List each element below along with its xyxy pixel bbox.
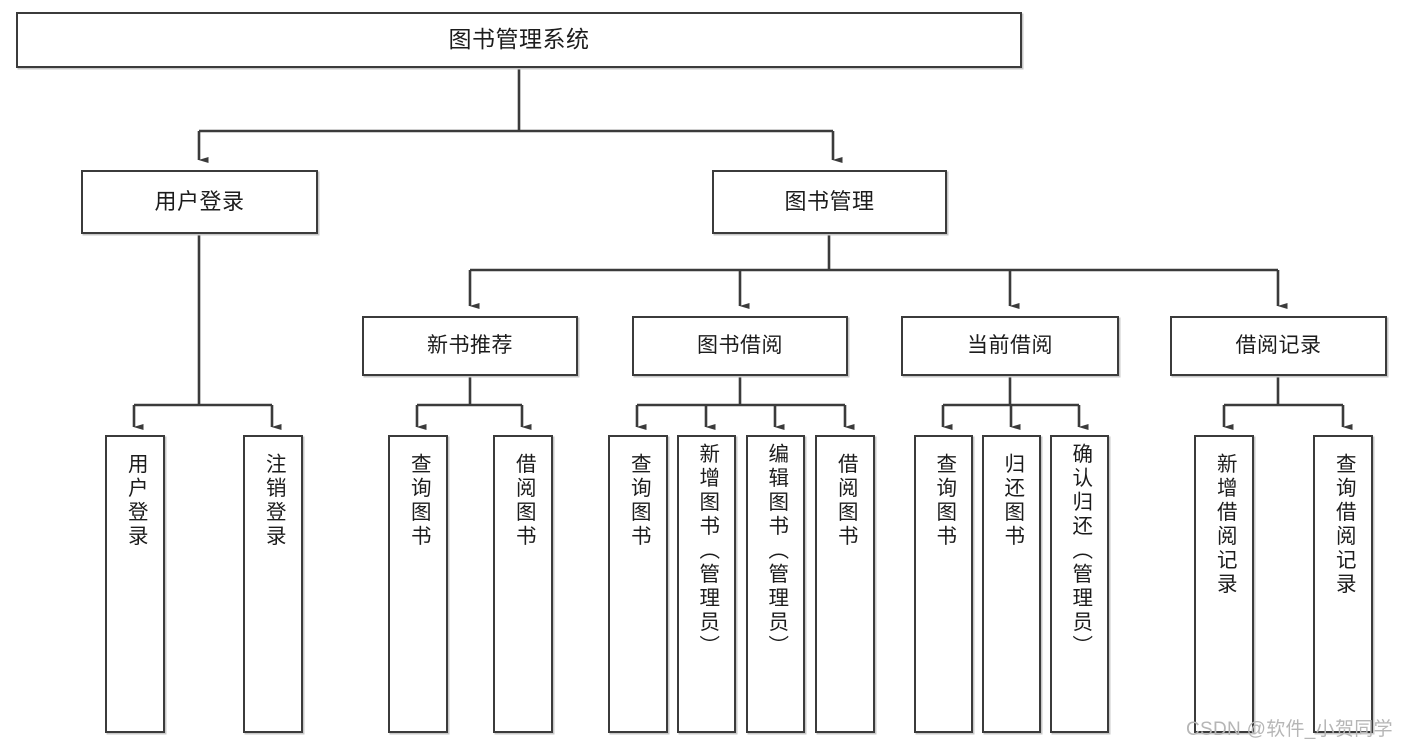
node-book-management[interactable]: 图书管理 [712, 170, 947, 234]
leaf-borrow-book[interactable]: 借阅图书 [815, 435, 875, 733]
node-current-borrow[interactable]: 当前借阅 [901, 316, 1119, 376]
node-label: 当前借阅 [967, 333, 1053, 357]
leaf-logout[interactable]: 注销登录 [243, 435, 303, 733]
node-label: 查询图书 [932, 453, 956, 549]
node-label: 用户登录 [124, 453, 148, 549]
node-label: 借阅图书 [834, 453, 858, 549]
leaf-borrow-book-recommend[interactable]: 借阅图书 [493, 435, 553, 733]
node-borrow-record[interactable]: 借阅记录 [1170, 316, 1387, 376]
leaf-user-login[interactable]: 用户登录 [105, 435, 165, 733]
leaf-query-book-borrow[interactable]: 查询图书 [608, 435, 668, 733]
node-label: 查询图书 [627, 453, 651, 549]
leaf-edit-book-admin[interactable]: 编辑图书（管理员） [746, 435, 805, 733]
node-label: 新增图书（管理员） [695, 443, 719, 659]
node-label: 注销登录 [262, 453, 286, 549]
node-label: 查询图书 [407, 453, 431, 549]
node-label: 确认归还（管理员） [1068, 443, 1092, 659]
node-label: 借阅图书 [512, 453, 536, 549]
node-book-management-system[interactable]: 图书管理系统 [16, 12, 1022, 68]
leaf-add-borrow-record[interactable]: 新增借阅记录 [1194, 435, 1254, 733]
csdn-watermark: CSDN @软件_小贺同学 [1186, 719, 1393, 740]
leaf-add-book-admin[interactable]: 新增图书（管理员） [677, 435, 736, 733]
node-label: 新增借阅记录 [1213, 453, 1237, 597]
leaf-query-book-recommend[interactable]: 查询图书 [388, 435, 448, 733]
node-label: 借阅记录 [1235, 333, 1322, 357]
node-label: 图书管理 [784, 189, 875, 215]
node-user-login[interactable]: 用户登录 [81, 170, 318, 234]
node-book-borrow[interactable]: 图书借阅 [632, 316, 848, 376]
node-label: 图书借阅 [697, 333, 783, 357]
leaf-query-book-current[interactable]: 查询图书 [914, 435, 973, 733]
node-label: 用户登录 [154, 189, 245, 215]
leaf-confirm-return-admin[interactable]: 确认归还（管理员） [1050, 435, 1109, 733]
node-label: 归还图书 [1000, 453, 1024, 549]
node-label: 查询借阅记录 [1332, 453, 1356, 597]
leaf-query-borrow-record[interactable]: 查询借阅记录 [1313, 435, 1373, 733]
leaf-return-book[interactable]: 归还图书 [982, 435, 1041, 733]
node-new-book-recommend[interactable]: 新书推荐 [362, 316, 578, 376]
node-label: 新书推荐 [427, 333, 513, 357]
node-label: 编辑图书（管理员） [764, 443, 788, 659]
node-label: 图书管理系统 [448, 26, 590, 53]
